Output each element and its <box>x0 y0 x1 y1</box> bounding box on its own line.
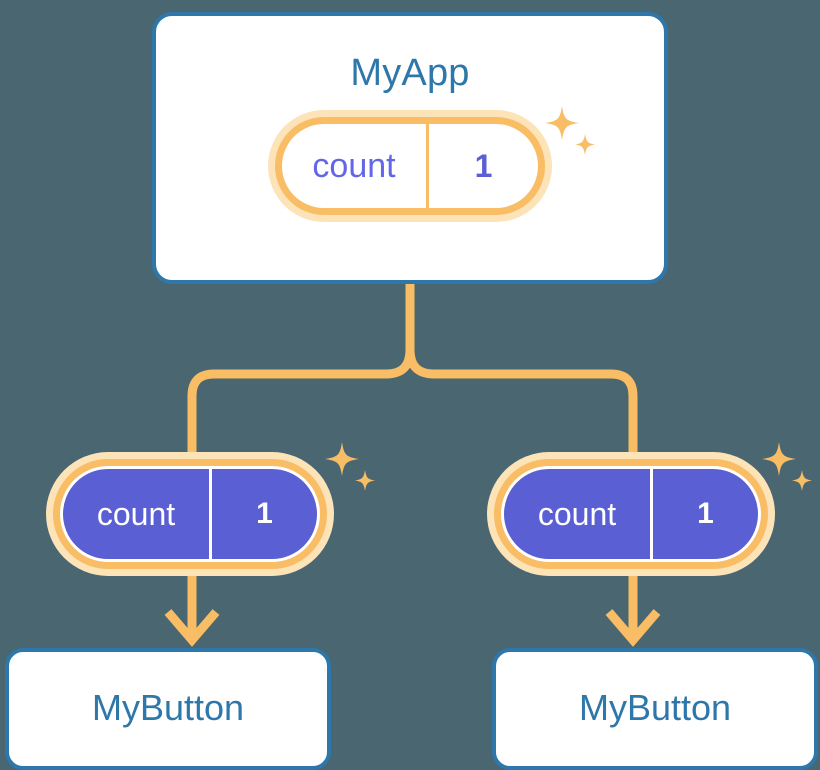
signal-pill-body: count 1 <box>60 466 320 562</box>
mybutton-label: MyButton <box>91 687 245 728</box>
mybutton-label: MyButton <box>578 687 732 728</box>
signal-pill-ring: count 1 <box>275 117 545 215</box>
signal-value: 1 <box>697 497 714 530</box>
arrow-down-icon <box>164 609 220 647</box>
signal-pill-body: count 1 <box>282 124 538 208</box>
signal-pill-ring: count 1 <box>53 459 327 569</box>
myapp-card[interactable]: MyApp <box>152 12 668 284</box>
page-title: MyApp <box>350 52 470 94</box>
mybutton-card-left[interactable]: MyButton <box>5 648 331 770</box>
connector-junction-fillet <box>385 349 435 379</box>
signal-pill-child-right[interactable]: count 1 <box>487 452 775 576</box>
signal-pill-body: count 1 <box>501 466 761 562</box>
connector-branch-left <box>187 369 386 452</box>
arrow-down-icon <box>605 609 661 647</box>
signal-name: count <box>504 469 653 559</box>
signal-name: count <box>282 124 429 208</box>
signal-pill-child-left[interactable]: count 1 <box>46 452 334 576</box>
signal-value: 1 <box>256 497 273 530</box>
signal-pill-myapp[interactable]: count 1 <box>268 110 552 222</box>
signal-pill-ring: count 1 <box>494 459 768 569</box>
signal-name: count <box>63 469 212 559</box>
signal-value: 1 <box>474 148 493 184</box>
connector-branch-right <box>434 369 638 452</box>
mybutton-card-right[interactable]: MyButton <box>492 648 818 770</box>
